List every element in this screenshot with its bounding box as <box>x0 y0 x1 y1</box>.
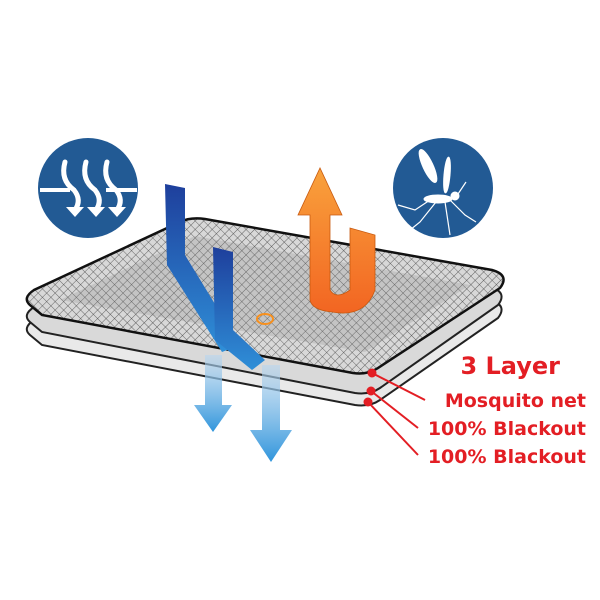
focus-marker <box>256 313 274 325</box>
mosquito-net-label: Mosquito net <box>444 390 586 412</box>
cool-air-arrow-1 <box>165 184 240 432</box>
mosquito-icon <box>393 138 493 238</box>
airflow-icon <box>38 138 138 238</box>
title-label: 3 Layer <box>460 352 560 380</box>
blackout-label-2: 100% Blackout <box>427 446 586 468</box>
label-pointers <box>363 368 426 456</box>
warm-air-arrow <box>297 167 376 314</box>
blackout-label-1: 100% Blackout <box>427 418 586 440</box>
cool-air-arrow-2 <box>213 247 292 462</box>
